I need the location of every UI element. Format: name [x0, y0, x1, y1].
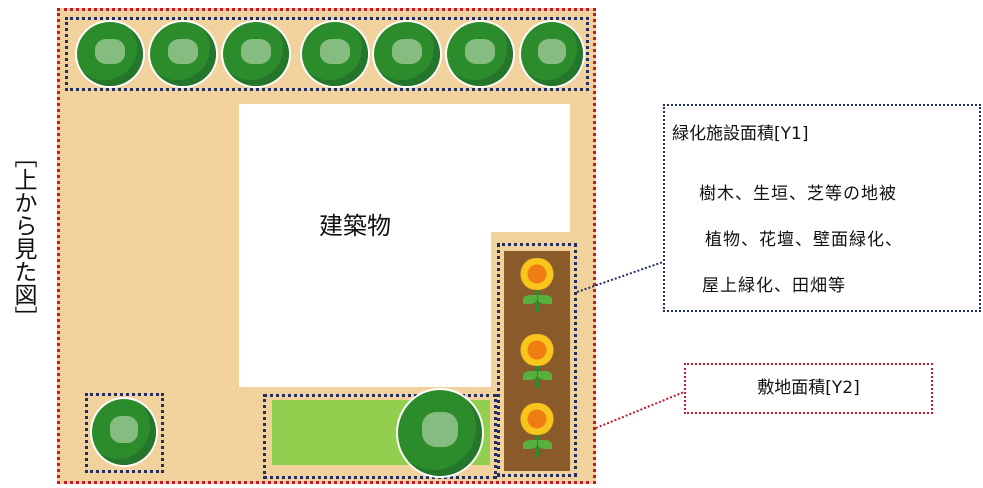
sunflower-icon [517, 258, 557, 316]
green-area-title: 緑化施設面積[Y1] [672, 124, 809, 144]
green-area-legend: 緑化施設面積[Y1] 樹木、生垣、芝等の地被 植物、花壇、壁面緑化、 屋上緑化、… [663, 104, 981, 312]
flower-bed-frame [497, 243, 577, 477]
sunflower-icon [517, 403, 557, 461]
tree-icon [302, 22, 368, 86]
building-footprint [239, 104, 570, 232]
site-area-legend: 敷地面積[Y2] [684, 363, 933, 414]
view-label: ［上から見た図］ [10, 145, 36, 329]
tree-icon [77, 22, 143, 86]
green-area-line-2: 植物、花壇、壁面緑化、 [705, 230, 903, 250]
tree-icon [521, 22, 583, 86]
building-footprint-lower [239, 230, 491, 387]
sunflower-icon [517, 334, 557, 392]
green-area-line-1: 樹木、生垣、芝等の地被 [699, 184, 897, 204]
tree-icon [92, 399, 156, 465]
tree-icon [150, 22, 216, 86]
tree-icon [374, 22, 440, 86]
tree-icon [398, 390, 482, 476]
tree-icon [447, 22, 513, 86]
small-tree-frame [85, 393, 164, 473]
tree-icon [223, 22, 289, 86]
green-area-line-3: 屋上緑化、田畑等 [702, 276, 846, 296]
lawn-frame [263, 394, 497, 479]
tree-row-frame [65, 17, 589, 91]
building-label: 建築物 [319, 212, 391, 240]
